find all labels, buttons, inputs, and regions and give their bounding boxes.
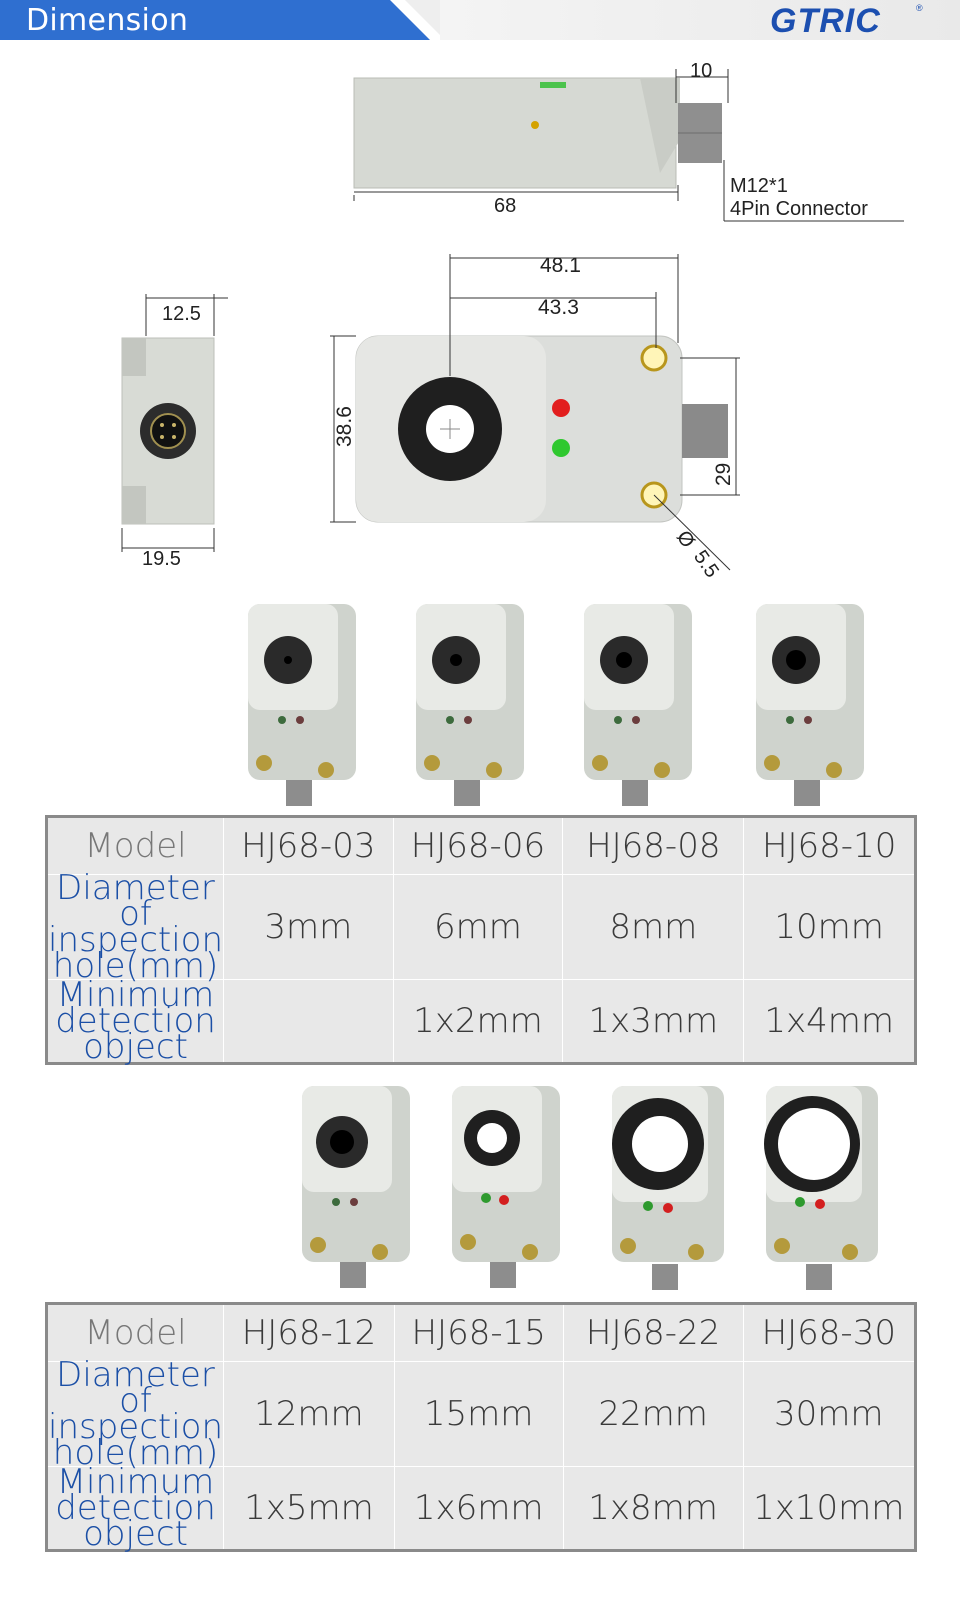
dim-side-bottom: 19.5 bbox=[142, 548, 181, 570]
minimum-cell: 1x10mm bbox=[742, 1466, 917, 1551]
section-title: Dimension bbox=[26, 3, 189, 38]
label-line: detection bbox=[55, 1488, 216, 1528]
header-gray-band bbox=[440, 0, 960, 40]
row-label-minimum: Minimum detection object bbox=[45, 1462, 225, 1554]
row-label-minimum: Minimum detection object bbox=[45, 975, 225, 1067]
diameter-cell: 12mm bbox=[223, 1361, 395, 1467]
diameter-cell: 6mm bbox=[392, 874, 564, 980]
minimum-cell: 1x4mm bbox=[743, 979, 916, 1064]
label-line: hole(mm) bbox=[52, 1433, 219, 1473]
dim-hole-diameter-symbol: Ø bbox=[672, 527, 699, 552]
label-line: hole(mm) bbox=[52, 946, 219, 986]
diameter-cell: 22mm bbox=[562, 1361, 744, 1467]
dim-hole-spacing: 29 bbox=[712, 463, 735, 486]
front-view-drawing: 48.1 43.3 38.6 29 Ø 5.5 bbox=[330, 254, 740, 582]
diameter-cell: 10mm bbox=[743, 874, 916, 980]
minimum-cell: 1x6mm bbox=[393, 1466, 564, 1551]
model-cell: HJ68-12 bbox=[223, 1303, 395, 1362]
dim-inner-width: 43.3 bbox=[538, 296, 579, 319]
label-line: Minimum bbox=[56, 1462, 215, 1502]
table-row-minimum: Minimum detection object 1x5mm 1x6mm 1x8… bbox=[45, 1462, 917, 1554]
led-top bbox=[540, 82, 566, 88]
table-row-diameter: Diameter of inspection hole(mm) 12mm 15m… bbox=[45, 1355, 917, 1473]
table-row-diameter: Diameter of inspection hole(mm) 3mm 6mm … bbox=[45, 868, 916, 986]
side-view-drawing: 12.5 19.5 bbox=[121, 294, 228, 570]
sensor-photo-hj68-22 bbox=[612, 1086, 724, 1290]
model-cell: HJ68-10 bbox=[743, 816, 916, 875]
diameter-cell: 15mm bbox=[393, 1361, 564, 1467]
row-label-model: Model bbox=[45, 1303, 225, 1362]
dim-body-length: 68 bbox=[494, 195, 516, 217]
label-line: Diameter of bbox=[56, 1355, 215, 1421]
led-red bbox=[552, 399, 570, 417]
sensor-photo-hj68-15 bbox=[452, 1086, 560, 1288]
label-line: inspection bbox=[48, 920, 224, 960]
sensor-body-top bbox=[353, 77, 677, 189]
minimum-cell: 1x3mm bbox=[562, 979, 745, 1064]
table-row-model: Model HJ68-12 HJ68-15 HJ68-22 HJ68-30 bbox=[45, 1303, 917, 1362]
table-row-minimum: Minimum detection object 1x2mm 1x3mm 1x4… bbox=[45, 975, 916, 1067]
row-label-model: Model bbox=[45, 816, 225, 875]
dim-side-top: 12.5 bbox=[162, 303, 201, 325]
model-cell: HJ68-30 bbox=[742, 1303, 917, 1362]
dim-hole-diameter: 5.5 bbox=[689, 546, 723, 581]
minimum-cell: 1x5mm bbox=[223, 1466, 395, 1551]
row-label-diameter: Diameter of inspection hole(mm) bbox=[45, 1355, 225, 1473]
model-cell: HJ68-06 bbox=[392, 816, 564, 875]
led-green bbox=[552, 439, 570, 457]
row-label-diameter: Diameter of inspection hole(mm) bbox=[45, 868, 225, 986]
connector-thread-label: M12*1 bbox=[730, 175, 788, 197]
brand-logo: GTRIC bbox=[770, 2, 881, 40]
diameter-cell: 3mm bbox=[223, 874, 394, 980]
minimum-cell: 1x8mm bbox=[562, 1466, 744, 1551]
diameter-cell: 8mm bbox=[562, 874, 745, 980]
spec-table-2: Model HJ68-12 HJ68-15 HJ68-22 HJ68-30 Di… bbox=[45, 1302, 917, 1552]
connector-pin-label: 4Pin Connector bbox=[730, 198, 868, 220]
screw-top bbox=[531, 121, 539, 129]
top-view-drawing: 10 68 M12*1 4Pin Connector bbox=[353, 60, 904, 222]
dim-outer-width: 48.1 bbox=[540, 254, 581, 277]
label-line: object bbox=[83, 1027, 188, 1067]
sensor-photo-hj68-30 bbox=[764, 1086, 878, 1290]
page-header: Dimension GTRIC ® bbox=[0, 0, 960, 40]
dim-height: 38.6 bbox=[333, 406, 356, 447]
sensor-photo-hj68-12 bbox=[302, 1086, 410, 1288]
sensor-photo-hj68-06 bbox=[416, 604, 524, 806]
diameter-cell: 30mm bbox=[742, 1361, 917, 1467]
mount-hole-top bbox=[640, 344, 668, 372]
label-line: Diameter of bbox=[56, 868, 215, 934]
label-line: Minimum bbox=[56, 975, 215, 1015]
sensor-photo-hj68-03 bbox=[248, 604, 356, 806]
dim-connector-length: 10 bbox=[690, 60, 712, 82]
label-line: inspection bbox=[48, 1407, 224, 1447]
label-line: object bbox=[83, 1514, 188, 1554]
model-cell: HJ68-22 bbox=[562, 1303, 744, 1362]
model-cell: HJ68-08 bbox=[562, 816, 745, 875]
table-row-model: Model HJ68-03 HJ68-06 HJ68-08 HJ68-10 bbox=[45, 816, 916, 875]
label-line: detection bbox=[55, 1001, 216, 1041]
header-band bbox=[0, 0, 440, 40]
brand-registered-mark: ® bbox=[916, 3, 923, 13]
minimum-cell bbox=[223, 979, 394, 1064]
minimum-cell: 1x2mm bbox=[392, 979, 564, 1064]
sensor-photo-hj68-08 bbox=[584, 604, 692, 806]
sensor-photo-hj68-10 bbox=[756, 604, 864, 806]
model-cell: HJ68-15 bbox=[393, 1303, 564, 1362]
spec-table-1: Model HJ68-03 HJ68-06 HJ68-08 HJ68-10 Di… bbox=[45, 815, 917, 1065]
model-cell: HJ68-03 bbox=[223, 816, 394, 875]
connector-front bbox=[682, 404, 728, 458]
